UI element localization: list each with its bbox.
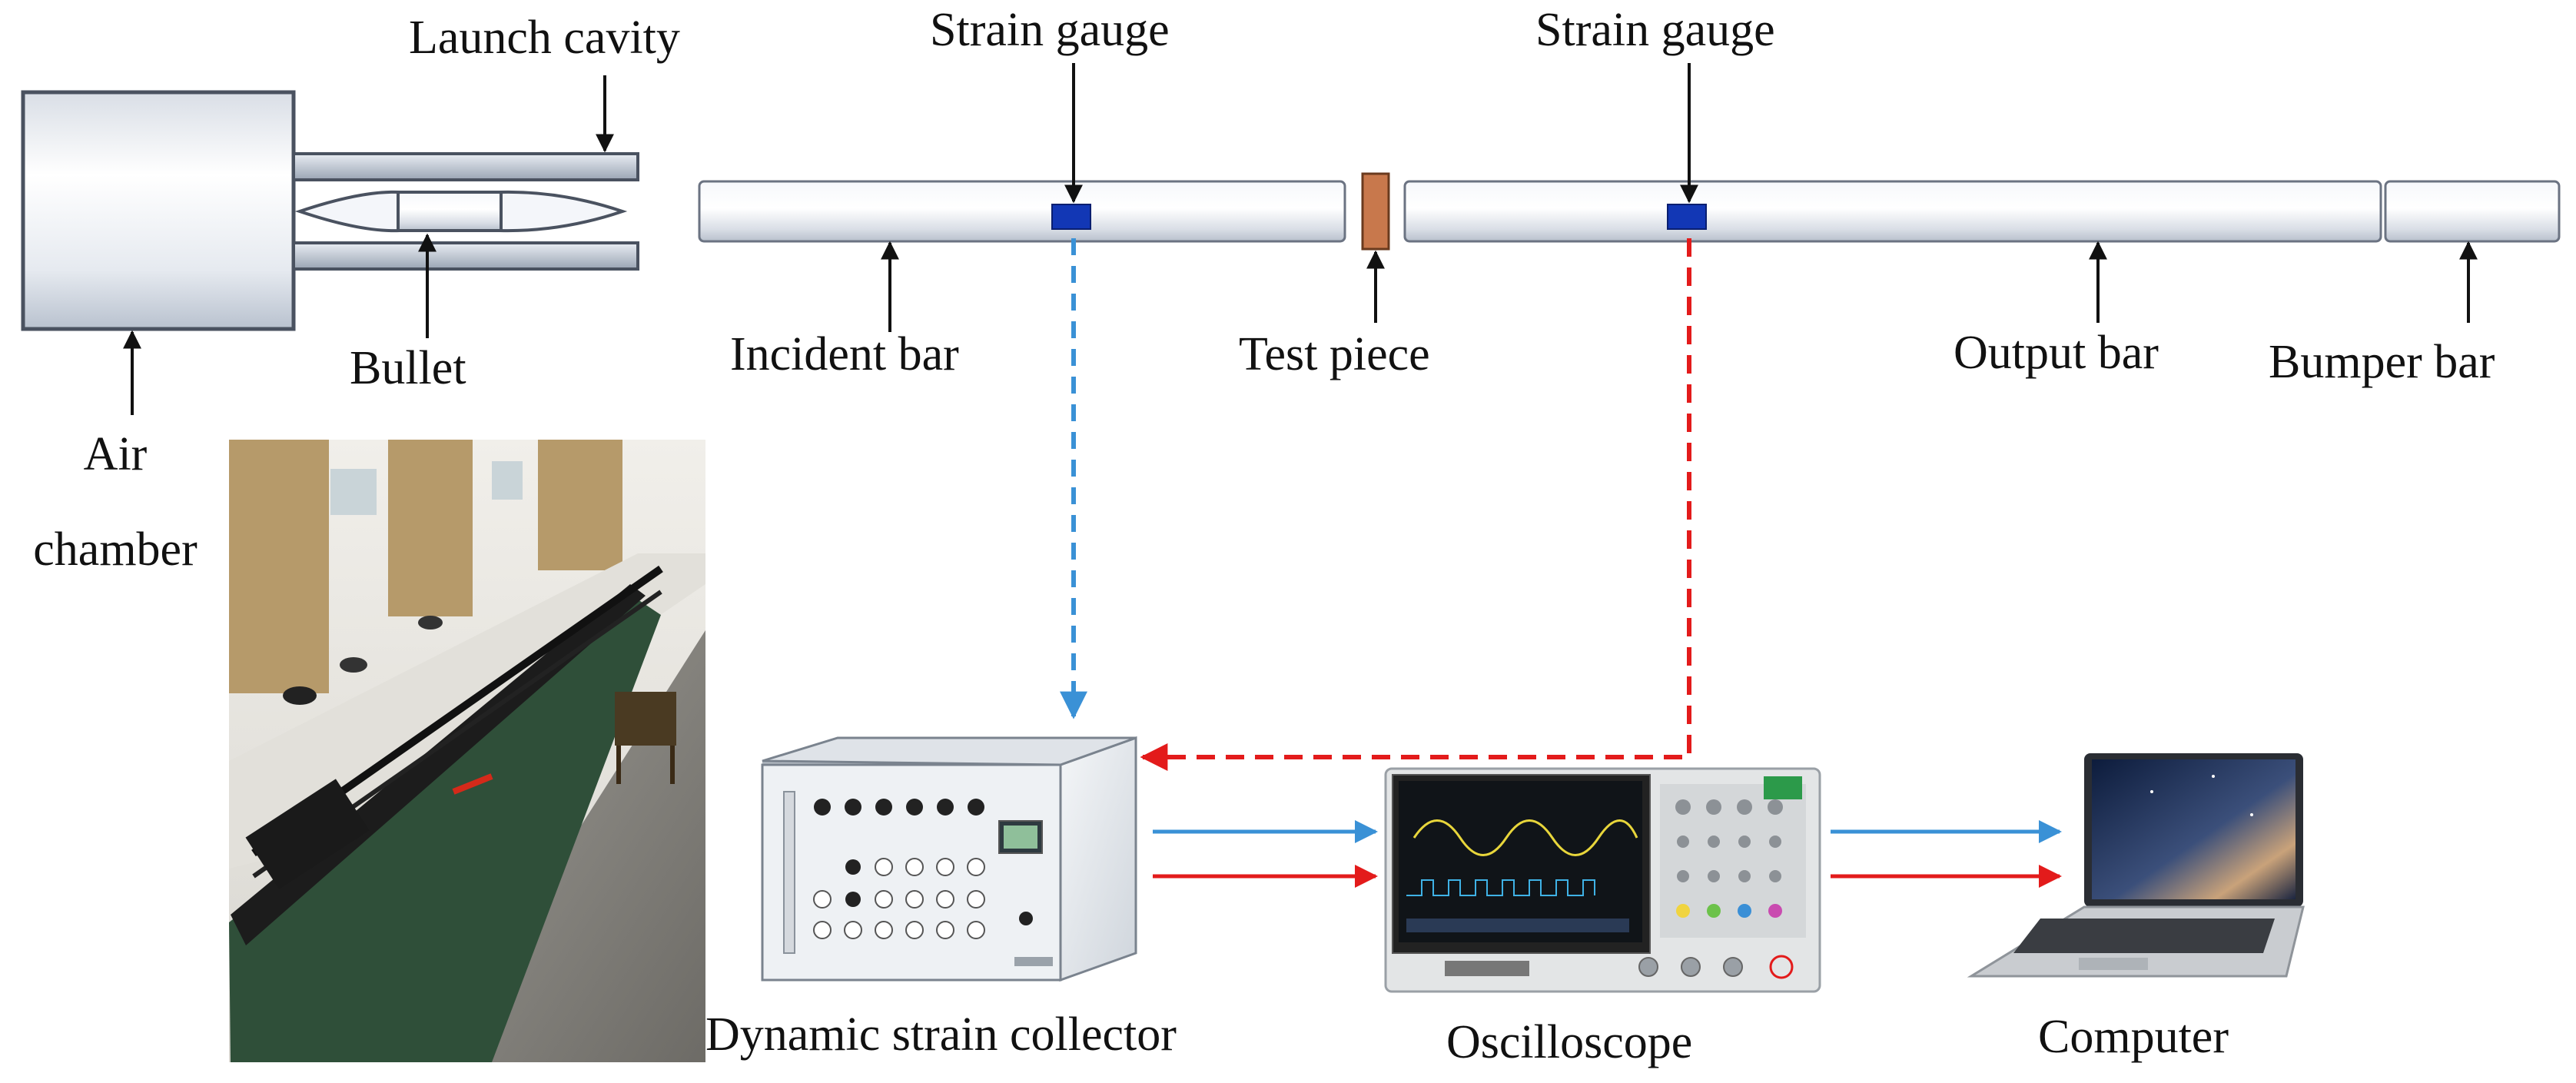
label-air-chamber-line2: chamber	[33, 523, 198, 576]
label-test-piece: Test piece	[1239, 328, 1430, 380]
label-bumper-bar: Bumper bar	[2269, 336, 2495, 388]
output-bar	[1403, 180, 2382, 243]
label-launch-cavity: Launch cavity	[409, 12, 680, 64]
label-strain-gauge-left: Strain gauge	[930, 4, 1170, 56]
laptop-icon	[1967, 753, 2305, 978]
label-air-chamber-line1: Air	[83, 428, 148, 480]
signal-line-red-dashed	[1140, 238, 1691, 771]
oscilloscope-device-icon	[1384, 767, 1821, 993]
label-bullet: Bullet	[350, 342, 466, 394]
launch-cavity	[292, 152, 639, 271]
label-incident-bar: Incident bar	[730, 328, 959, 380]
strain-collector-device-icon	[761, 736, 1137, 982]
label-computer: Computer	[2038, 1011, 2229, 1063]
air-chamber	[21, 90, 296, 331]
label-oscilloscope: Oscilloscope	[1446, 1016, 1693, 1068]
bullet	[294, 190, 628, 233]
lab-setup-photo	[229, 440, 705, 1062]
bumper-bar	[2384, 180, 2561, 243]
test-piece	[1361, 172, 1390, 251]
strain-gauge-output	[1667, 204, 1707, 230]
label-dynamic-strain-collector: Dynamic strain collector	[705, 1008, 1177, 1061]
label-output-bar: Output bar	[1954, 327, 2159, 379]
strain-gauge-incident	[1051, 204, 1091, 230]
incident-bar	[698, 180, 1346, 243]
label-strain-gauge-right: Strain gauge	[1535, 4, 1775, 56]
